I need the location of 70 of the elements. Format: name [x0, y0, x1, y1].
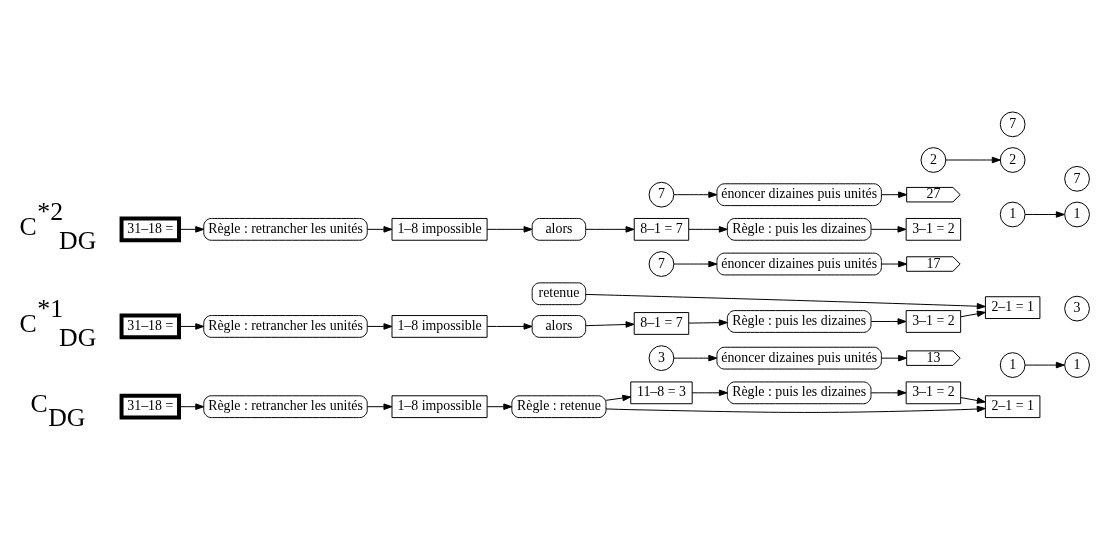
- node-box: 1–8 impossible: [391, 395, 488, 419]
- node-circle: 1: [999, 201, 1026, 228]
- node-circle: 7: [648, 181, 675, 208]
- node-circle: 7: [648, 251, 675, 277]
- arrow: [881, 191, 908, 198]
- arrow: [366, 323, 393, 330]
- arrow: [870, 318, 907, 325]
- node-box: 8–1 = 7: [633, 312, 690, 335]
- arrow: [673, 191, 718, 198]
- arrow: [585, 321, 635, 328]
- arrow: [960, 310, 986, 318]
- arrow: [960, 397, 986, 404]
- node-circle: 7: [1064, 165, 1090, 192]
- arrow: [486, 323, 533, 330]
- node-box: énoncer dizaines puis unités: [716, 183, 882, 207]
- arrow: [486, 403, 513, 410]
- node-box: Règle : puis les dizaines: [726, 381, 872, 405]
- arrow: [486, 226, 533, 233]
- arrow: [870, 226, 907, 233]
- node-box: Règle : retenue: [511, 395, 607, 419]
- arrow: [605, 405, 986, 413]
- arrow: [688, 319, 728, 326]
- arrow: [178, 403, 205, 410]
- node-box: Règle : retrancher les unités: [203, 315, 368, 338]
- node-circle: 2: [999, 147, 1026, 173]
- node-box: alors: [531, 315, 587, 338]
- node-circle: 2: [920, 147, 947, 173]
- node-box: énoncer dizaines puis unités: [716, 346, 882, 370]
- arrow: [691, 389, 728, 397]
- node-box: 1–8 impossible: [391, 315, 488, 338]
- node-box: Règle : puis les dizaines: [726, 310, 872, 333]
- node-circle: 3: [1064, 295, 1090, 322]
- node-circle: 7: [999, 111, 1026, 138]
- node-box: alors: [531, 217, 587, 241]
- node-box: 31–18 =: [119, 313, 181, 340]
- node-box: énoncer dizaines puis unités: [716, 252, 882, 276]
- arrow: [881, 260, 908, 268]
- arrow: [1024, 211, 1065, 218]
- node-box: 11–8 = 3: [630, 381, 693, 405]
- arrow: [178, 226, 205, 233]
- arrow: [366, 403, 393, 410]
- arrow: [870, 389, 907, 397]
- arrow: [688, 226, 728, 233]
- node-box: 31–18 =: [119, 393, 181, 420]
- arrow: [673, 354, 718, 362]
- arrow: [881, 354, 908, 362]
- node-box: 1–8 impossible: [391, 217, 488, 241]
- node-circle: 1: [1064, 352, 1090, 378]
- node-box: 3–1 = 2: [905, 381, 962, 405]
- arrow: [366, 226, 393, 233]
- node-box: 3–1 = 2: [905, 217, 962, 241]
- node-box: 31–18 =: [119, 216, 181, 243]
- node-box: retenue: [531, 282, 587, 306]
- arrow: [673, 260, 718, 268]
- node-box: 2–1 = 1: [984, 395, 1041, 419]
- arrow: [178, 323, 205, 330]
- node-box: Règle : retrancher les unités: [203, 395, 368, 419]
- node-box: Règle : retrancher les unités: [203, 217, 368, 241]
- node-box: 3–1 = 2: [905, 310, 962, 333]
- node-circle: 1: [1064, 201, 1090, 228]
- node-box: 2–1 = 1: [984, 296, 1041, 319]
- arrow: [1024, 361, 1065, 369]
- node-circle: 1: [999, 352, 1026, 378]
- node-box: 8–1 = 7: [633, 217, 690, 241]
- arrow: [585, 293, 986, 310]
- node-box: Règle : puis les dizaines: [726, 217, 872, 241]
- arrow: [605, 394, 632, 402]
- arrow: [945, 156, 1001, 164]
- node-circle: 3: [648, 345, 675, 372]
- arrow: [585, 226, 635, 233]
